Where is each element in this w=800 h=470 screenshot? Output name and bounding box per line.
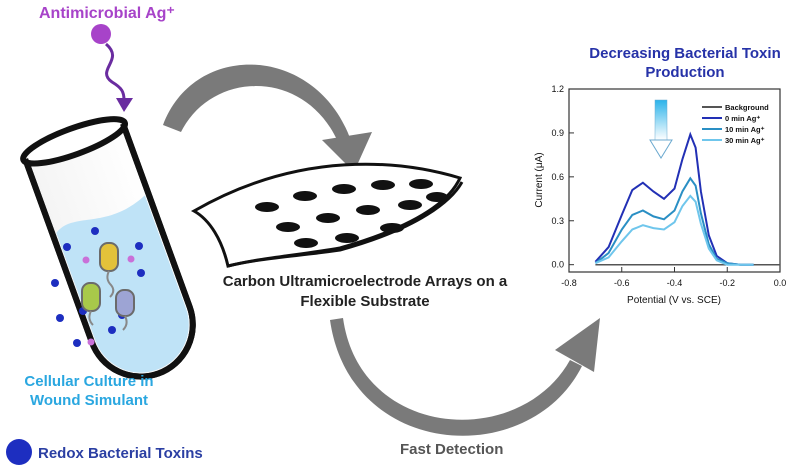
- ag-ion-group: [91, 24, 133, 112]
- decrease-arrow-head: [649, 139, 673, 159]
- legend-entry: 10 min Ag⁺: [725, 125, 765, 134]
- bacteria-icons: [81, 242, 135, 331]
- y-tick-label: 1.2: [551, 84, 564, 94]
- y-axis-title: Current (μA): [534, 152, 545, 207]
- y-tick-label: 0.6: [551, 172, 564, 182]
- x-tick-label: -0.2: [719, 278, 735, 288]
- y-tick-label: 0.0: [551, 260, 564, 270]
- electrode-array-icon: [190, 162, 464, 268]
- fast-detection-label: Fast Detection: [400, 441, 504, 458]
- y-axis: 0.0 0.3 0.6 0.9 1.2: [551, 84, 574, 270]
- antimicrobial-label: Antimicrobial Ag⁺: [39, 5, 175, 22]
- series-line-2: [594, 176, 754, 266]
- y-tick-label: 0.3: [551, 216, 564, 226]
- x-axis: -0.8 -0.6 -0.4 -0.2 0.0: [561, 267, 786, 288]
- ag-arrow-head: [116, 98, 133, 112]
- series-line-1: [594, 131, 754, 266]
- toxin-legend-label: Redox Bacterial Toxins: [38, 445, 203, 462]
- x-axis-title: Potential (V vs. SCE): [627, 295, 721, 306]
- culture-label: Cellular Culture in Wound Simulant: [24, 373, 154, 409]
- legend: Background 0 min Ag⁺ 10 min Ag⁺ 30 min Ag⁺: [702, 103, 769, 145]
- ag-ion-icon: [91, 24, 111, 44]
- y-tick-label: 0.9: [551, 128, 564, 138]
- legend-entry: Background: [725, 103, 769, 112]
- ag-curly-arrow: [104, 42, 126, 101]
- electrode-array-label: Carbon Ultramicroelectrode Arrays on a F…: [222, 273, 508, 310]
- legend-entry: 30 min Ag⁺: [725, 136, 765, 145]
- culture-liquid: [56, 195, 189, 373]
- series-lines: [594, 131, 780, 266]
- decrease-arrow-shaft: [654, 99, 668, 141]
- series-line-3: [594, 194, 754, 266]
- x-tick-label: -0.4: [667, 278, 683, 288]
- toxin-legend-dot: [6, 439, 32, 465]
- chart-title: Decreasing Bacterial Toxin Production: [589, 45, 781, 81]
- flow-arrow-bottom: [330, 318, 600, 436]
- x-tick-label: -0.8: [561, 278, 577, 288]
- flow-arrow-top: [163, 64, 372, 172]
- x-tick-label: -0.6: [614, 278, 630, 288]
- plot-frame: [568, 88, 781, 273]
- x-tick-label: 0.0: [774, 278, 787, 288]
- voltammogram-chart: 0.0 0.3 0.6 0.9 1.2 -0.8 -0.6 -0.4 -0.2 0.0 Back…: [534, 84, 786, 306]
- legend-entry: 0 min Ag⁺: [725, 114, 760, 123]
